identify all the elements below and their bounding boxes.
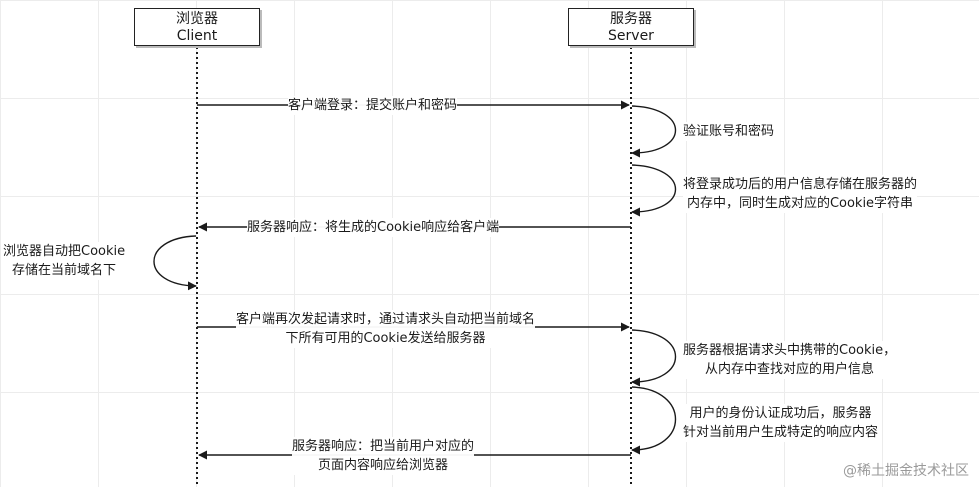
message-text: 下所有可用的Cookie发送给服务器 (285, 331, 486, 346)
self-loop-client-store-cookie (153, 235, 197, 291)
message-text: 页面内容响应给浏览器 (318, 458, 449, 473)
message-label-store-session: 将登录成功后的用户信息存储在服务器的 内存中，同时生成对应的Cookie字符串 (683, 175, 918, 213)
participant-server-role: Server (608, 28, 654, 44)
message-label-verify: 验证账号和密码 (683, 122, 775, 141)
message-label-generate: 用户的身份认证成功后，服务器 针对当前用户生成特定的响应内容 (683, 404, 879, 442)
message-text: 用户的身份认证成功后，服务器 (689, 406, 872, 421)
message-text: 针对当前用户生成特定的响应内容 (683, 425, 879, 440)
participant-server: 服务器 Server (568, 8, 694, 46)
self-loop-generate (631, 386, 677, 455)
self-loop-store (631, 164, 676, 217)
message-text: 验证账号和密码 (683, 124, 775, 139)
message-label-login: 客户端登录：提交账户和密码 (288, 96, 458, 115)
message-label-response: 服务器响应：把当前用户对应的 页面内容响应给浏览器 (292, 437, 475, 475)
message-label-lookup: 服务器根据请求头中携带的Cookie， 从内存中查找对应的用户信息 (683, 341, 897, 379)
self-loop-verify (631, 105, 676, 158)
message-text: 客户端登录：提交账户和密码 (288, 98, 458, 113)
message-text: 将登录成功后的用户信息存储在服务器的 (683, 177, 918, 192)
participant-client-name: 浏览器 (176, 11, 218, 27)
message-label-set-cookie: 服务器响应：将生成的Cookie响应给客户端 (247, 218, 500, 237)
message-text: 从内存中查找对应的用户信息 (705, 362, 875, 377)
message-label-send-cookie: 客户端再次发起请求时，通过请求头自动把当前域名 下所有可用的Cookie发送给服… (236, 310, 536, 348)
participant-client-role: Client (176, 28, 218, 44)
message-text: 内存中，同时生成对应的Cookie字符串 (686, 196, 914, 211)
self-loop-lookup (631, 329, 676, 387)
participant-client: 浏览器 Client (134, 8, 260, 46)
watermark: @稀土掘金技术社区 (843, 463, 969, 479)
message-text: 存储在当前域名下 (12, 263, 117, 278)
message-text: 服务器响应：把当前用户对应的 (292, 439, 475, 454)
participant-server-name: 服务器 (610, 11, 652, 27)
message-label-client-store-cookie: 浏览器自动把Cookie 存储在当前域名下 (3, 242, 126, 280)
message-text: 客户端再次发起请求时，通过请求头自动把当前域名 (236, 312, 536, 327)
message-text: 浏览器自动把Cookie (3, 244, 126, 259)
message-text: 服务器根据请求头中携带的Cookie， (683, 343, 897, 358)
message-text: 服务器响应：将生成的Cookie响应给客户端 (247, 220, 500, 235)
